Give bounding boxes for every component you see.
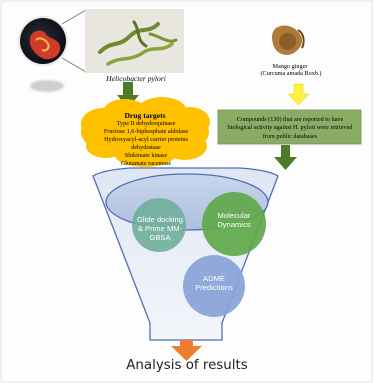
connector-line-bottom <box>61 57 87 73</box>
molecular-dynamics-circle <box>202 192 266 256</box>
drug-targets-title: Drug targets <box>124 111 166 120</box>
stomach-icon <box>30 30 61 60</box>
analysis-of-results-label: Analysis of results <box>126 358 248 373</box>
compounds-line-2: biological activity against H. pylori we… <box>227 124 353 132</box>
drug-target-item: Type II dehydroquinase <box>116 120 176 127</box>
green-down-arrow-right <box>274 145 297 170</box>
adme-predictions-circle <box>183 255 245 317</box>
orange-down-arrow <box>171 340 202 361</box>
drug-targets-cloud <box>81 97 210 167</box>
mango-ginger-image <box>272 25 305 55</box>
drug-targets-list: Type II dehydroquinase Fructose 1,6-biph… <box>90 120 202 167</box>
compounds-box <box>217 109 362 145</box>
helicobacter-pylori-image <box>85 9 184 73</box>
adme-predictions-label: ADME Predictions <box>195 274 233 292</box>
stomach-shadow <box>30 80 64 92</box>
yellow-down-arrow <box>287 83 310 106</box>
glide-docking-label: Glide docking & Prime MM-GBSA <box>136 215 183 242</box>
organism-label: Helicobacter pylori <box>106 74 166 83</box>
drug-target-item: Fructose 1,6-biphosphate aldolase <box>103 127 189 135</box>
connector-line-top <box>61 9 87 25</box>
molecular-dynamics-label: Molecular Dynamics <box>217 211 251 229</box>
compounds-line-1: Compounds (130) that are reported to hav… <box>236 116 344 123</box>
drug-target-item: Shikimate kinase <box>124 151 168 159</box>
drug-target-item: Hydroxyacyl-acyl carrier proteins dehydr… <box>104 135 188 151</box>
compounds-description: Compounds (130) that are reported to hav… <box>224 116 356 141</box>
plant-common-name: Mango ginger <box>272 63 308 70</box>
compounds-line-3: from public databases <box>262 132 318 140</box>
drug-target-item: Glutamate racemase <box>120 159 172 167</box>
glide-docking-circle <box>132 198 186 252</box>
plant-scientific-name: (Curcuma amada Roxb.) <box>260 70 322 77</box>
